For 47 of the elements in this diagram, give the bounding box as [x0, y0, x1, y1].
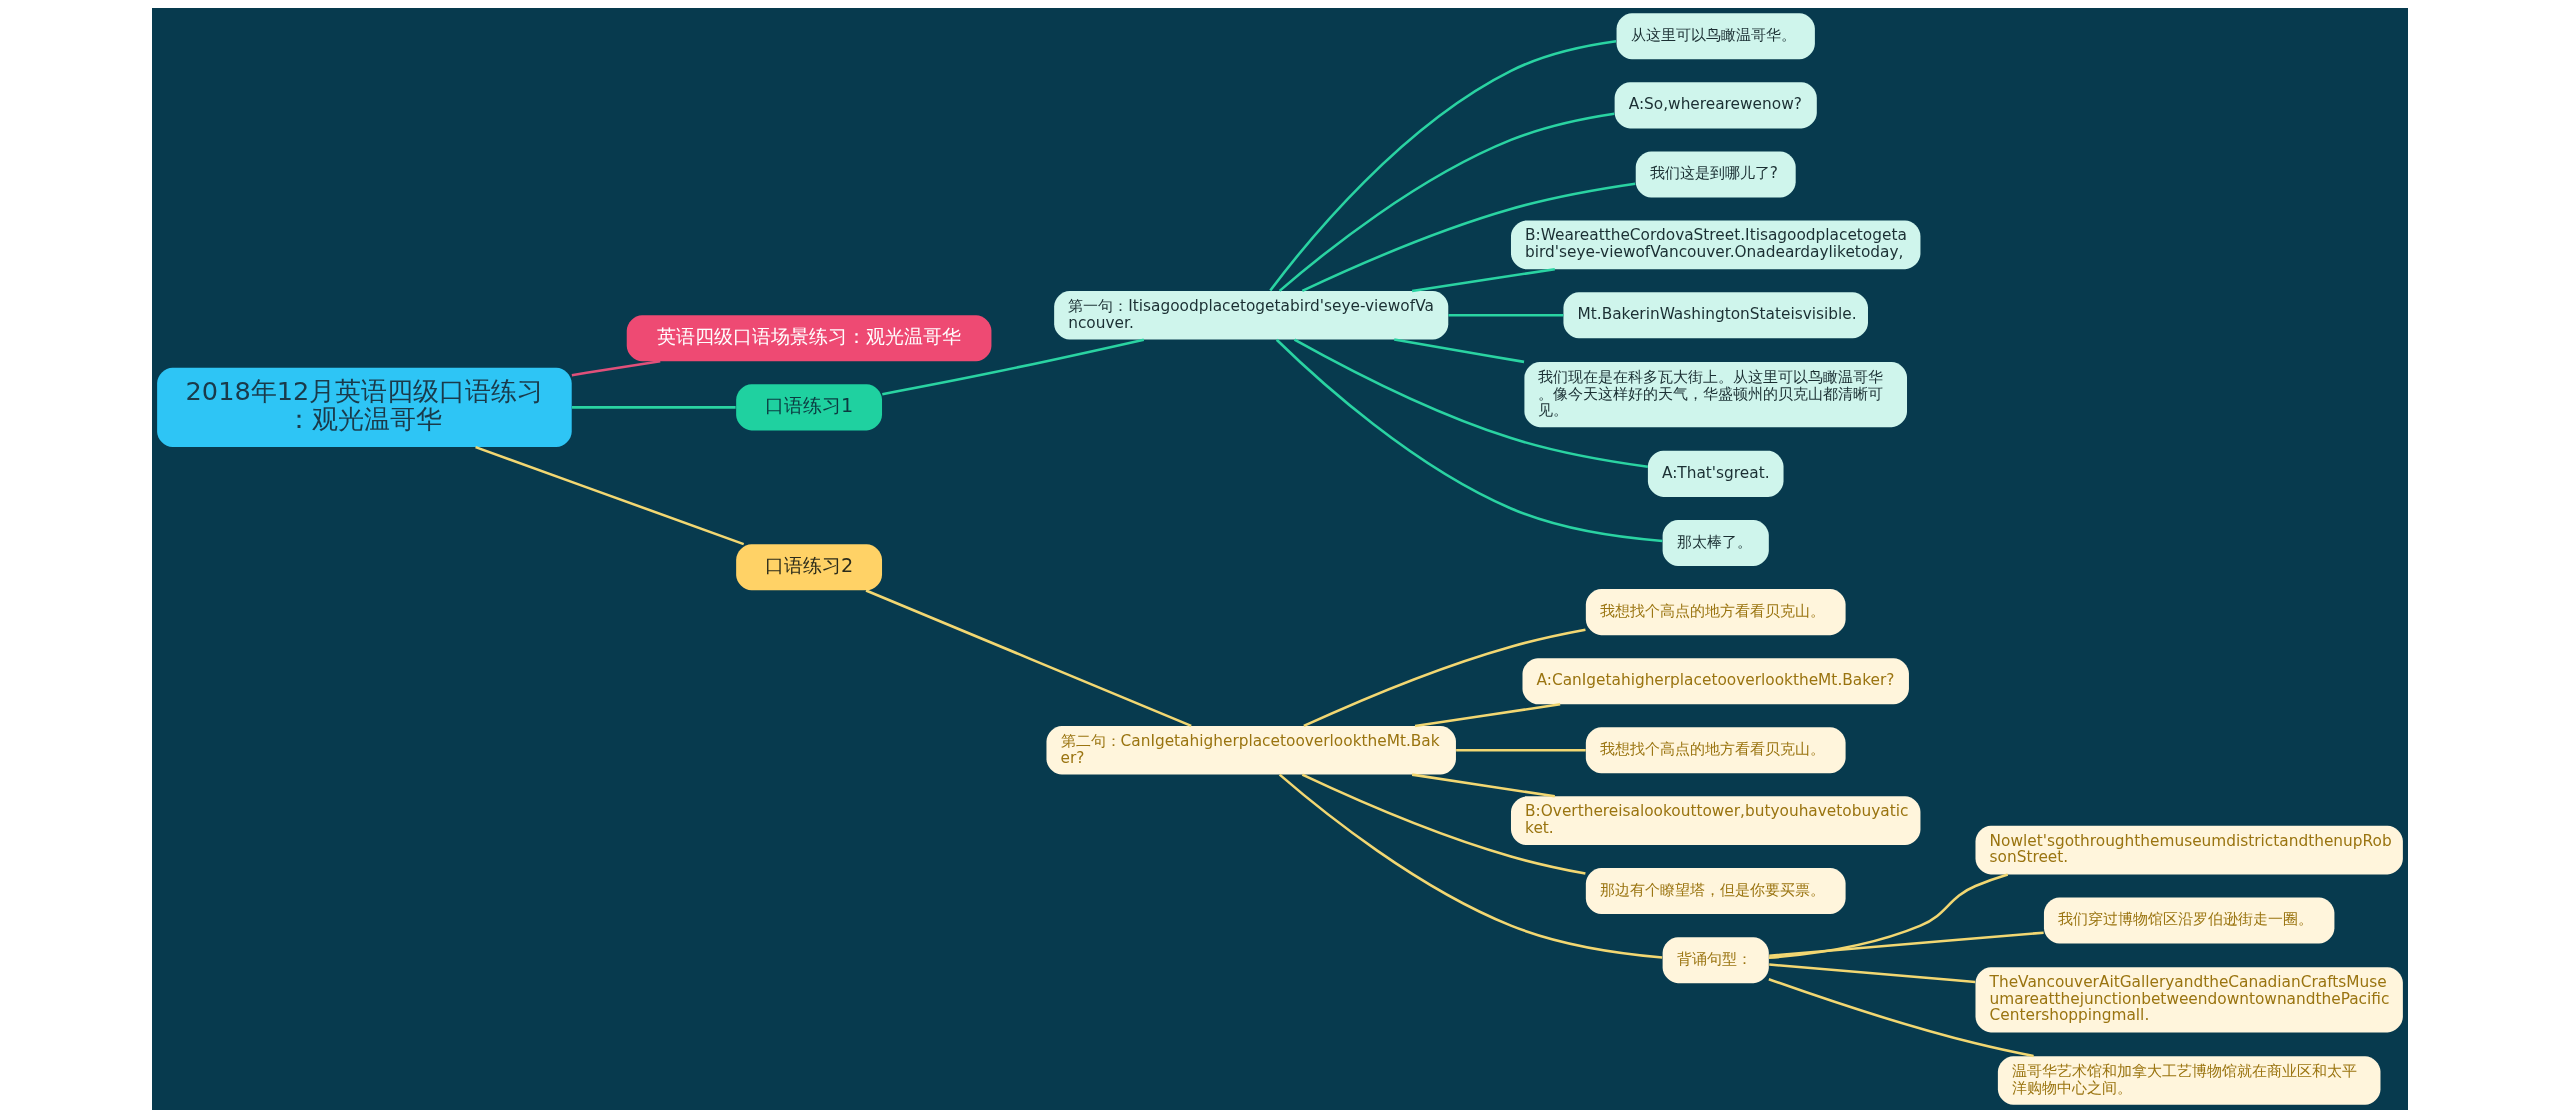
connector [1769, 963, 1976, 984]
node-box: 英语四级口语场景练习：观光温哥华 [626, 315, 992, 362]
connector [1293, 338, 1648, 469]
node-box: 第二句：CanIgetahigherplacetooverlooktheMt.Baker? [1046, 726, 1456, 775]
node-box: 我们这是到哪儿了? [1635, 151, 1796, 198]
connector [1768, 978, 2034, 1058]
node-box: 那边有个瞭望塔，但是你要买票。 [1585, 868, 1846, 915]
connector [571, 360, 661, 377]
connector [1448, 313, 1564, 317]
node-box: 2018年12月英语四级口语练习：观光温哥华 [157, 367, 572, 448]
connector [1414, 703, 1561, 728]
connector [882, 338, 1145, 396]
connector [1303, 628, 1586, 728]
node-box: 我们现在是在科多瓦大街上。从这里可以鸟瞰温哥华。像今天这样好的天气，华盛顿州的贝克山都清晰可见。 [1524, 361, 1907, 428]
node-box: Mt.BakerinWashingtonStateisvisible. [1563, 292, 1868, 339]
connector [1278, 773, 1663, 959]
node-box: TheVancouverAitGalleryandtheCanadianCraftsMuseumareatthejunctionbetweendowntownandthePacificCentershoppingmall. [1975, 967, 2403, 1033]
node-box: 第一句：Itisagoodplacetogetabird'seye-viewofVancouver. [1054, 290, 1449, 340]
connector [1768, 873, 2009, 960]
node-box: 温哥华艺术馆和加拿大工艺博物馆就在商业区和太平洋购物中心之间。 [1997, 1056, 2381, 1105]
node-box: A:So,wherearewenow? [1614, 82, 1817, 129]
connector [1769, 931, 2044, 958]
connector [1275, 338, 1663, 543]
connector [1411, 267, 1555, 293]
node-box: Nowlet'sgothroughthemuseumdistrictandthenupRobsonStreet. [1975, 825, 2403, 875]
node-box: 那太棒了。 [1662, 519, 1769, 567]
connector [1456, 749, 1586, 752]
node-box: 背诵句型： [1662, 937, 1769, 984]
connector [1269, 39, 1617, 292]
node-box: 从这里可以鸟瞰温哥华。 [1616, 13, 1815, 60]
node-box: A:That'sgreat. [1647, 450, 1784, 497]
connector [1394, 338, 1525, 364]
connector [865, 589, 1192, 728]
node-box: A:CanIgetahigherplacetooverlooktheMt.Baker? [1522, 658, 1909, 705]
node-box: 我们穿过博物馆区沿罗伯逊街走一圈。 [2043, 897, 2335, 944]
connector [571, 406, 736, 409]
node-box: B:Overthereisalookouttower,butyouhavetobuyaticket. [1510, 796, 1921, 845]
node-box: B:WeareattheCordovaStreet.Itisagoodplacetogetabird'seye-viewofVancouver.Onadeardayliketoday, [1510, 220, 1921, 270]
connector [475, 445, 745, 546]
connector [1301, 182, 1636, 293]
node-box: 我想找个高点的地方看看贝克山。 [1585, 727, 1846, 774]
node-box: 口语练习1 [736, 384, 883, 431]
connector [1278, 112, 1615, 292]
node-box: 我想找个高点的地方看看贝克山。 [1585, 589, 1846, 636]
node-box: 口语练习2 [736, 544, 883, 591]
connector [1411, 773, 1555, 798]
connector [1301, 773, 1586, 875]
